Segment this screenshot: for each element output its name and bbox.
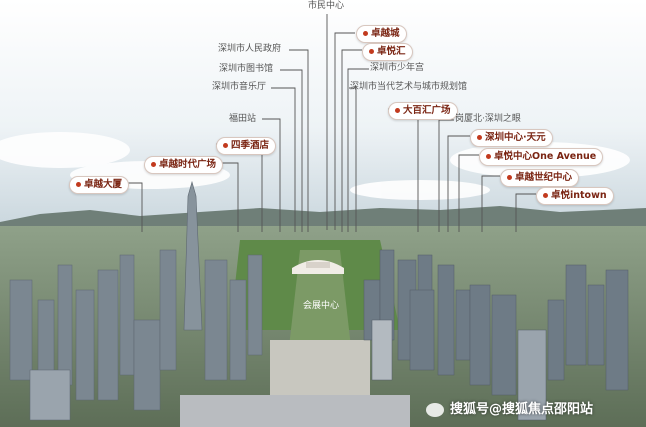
civic-center-roof: [292, 260, 344, 274]
ping-an-tower: [183, 180, 203, 331]
convention-center: [180, 395, 410, 427]
towers-right: [363, 249, 629, 421]
towers-left: [9, 249, 263, 421]
plaza-square: [270, 340, 370, 400]
sky: [0, 0, 646, 230]
